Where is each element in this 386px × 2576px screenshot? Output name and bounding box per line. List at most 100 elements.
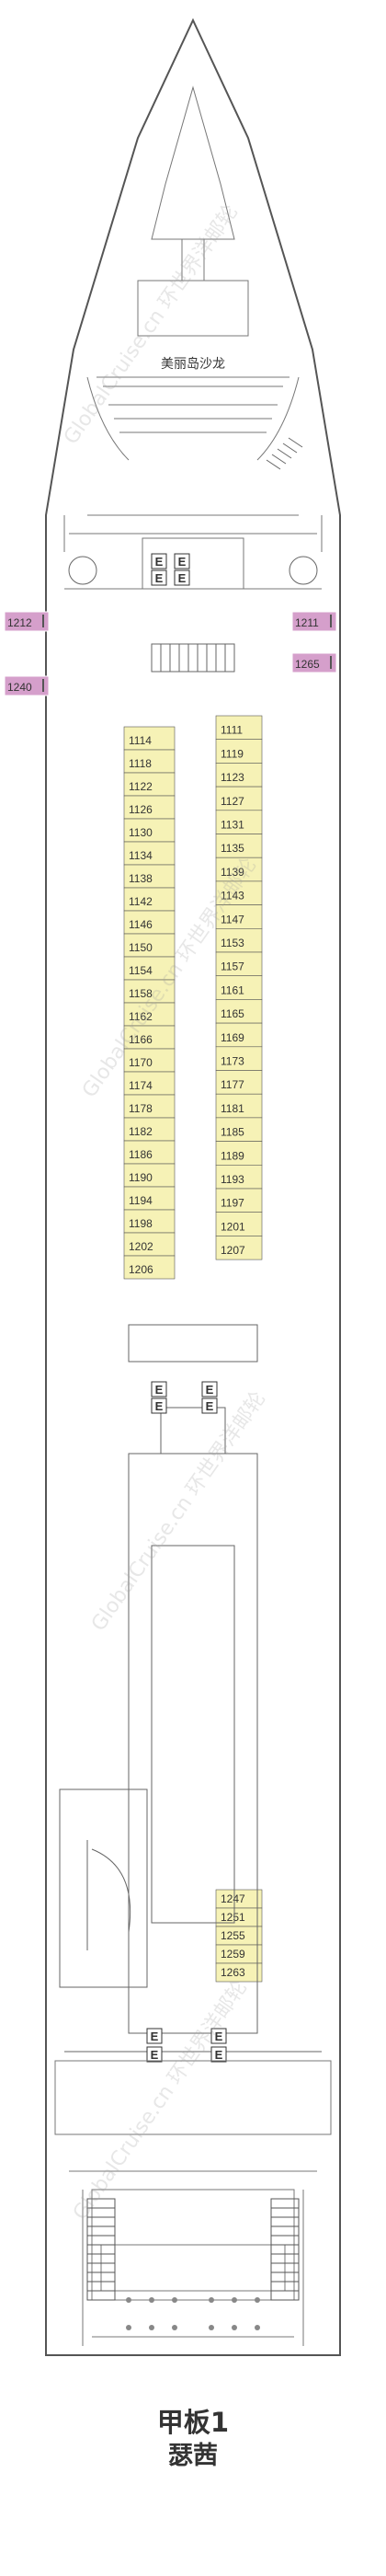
elevator-label: E <box>178 555 187 569</box>
cabin-1189[interactable] <box>215 1141 263 1166</box>
cabin-1111[interactable] <box>215 715 263 741</box>
elevator-label: E <box>155 1383 164 1397</box>
cabin-1147[interactable] <box>215 904 263 929</box>
cabin-1138[interactable] <box>123 864 176 889</box>
cabin-1118[interactable] <box>123 749 176 774</box>
cabin-1134[interactable] <box>123 841 176 866</box>
stern-stairs <box>86 2198 300 2301</box>
cabin-number: 1143 <box>221 890 244 903</box>
cabin-number: 1127 <box>221 795 244 808</box>
cabin-number: 1185 <box>221 1126 244 1139</box>
cabin-1119[interactable] <box>215 739 263 764</box>
cabin-number: 1122 <box>129 780 153 793</box>
elevator-label: E <box>178 571 187 585</box>
cabin-1143[interactable] <box>215 880 263 905</box>
cabin-1135[interactable] <box>215 834 263 858</box>
cabin-number: 1150 <box>129 941 153 954</box>
cabin-number: 1139 <box>221 866 244 879</box>
cabin-number: 1166 <box>129 1033 153 1046</box>
stern-seating <box>126 2297 260 2330</box>
elevator-icon <box>151 569 167 586</box>
elevator-icon <box>201 1397 218 1414</box>
cabin-number: 1169 <box>221 1031 244 1044</box>
cabin-1165[interactable] <box>215 999 263 1024</box>
cabin-1127[interactable] <box>215 786 263 811</box>
cabin-1178[interactable] <box>123 1094 176 1119</box>
cabin-number: 1263 <box>221 1966 245 1979</box>
cabin-number: 1194 <box>129 1194 153 1207</box>
cabin-number: 1211 <box>295 616 319 629</box>
cabin-1240[interactable] <box>4 675 50 696</box>
cabin-number: 1158 <box>129 987 153 1000</box>
elevator-label: E <box>155 571 164 585</box>
cabin-number: 1119 <box>221 747 244 760</box>
cabin-1169[interactable] <box>215 1022 263 1048</box>
cabin-1182[interactable] <box>123 1117 176 1142</box>
cabin-1194[interactable] <box>123 1186 176 1211</box>
cabin-1173[interactable] <box>215 1046 263 1071</box>
cabin-number: 1118 <box>129 757 152 770</box>
cabin-number: 1181 <box>221 1102 244 1115</box>
cabin-number: 1123 <box>221 771 244 784</box>
sofa-bed-icon <box>42 615 44 627</box>
cabin-1206[interactable] <box>123 1255 176 1280</box>
elevator-icon <box>146 2028 163 2044</box>
cabin-number: 1198 <box>129 1217 153 1230</box>
cabin-1198[interactable] <box>123 1209 176 1234</box>
cabin-1150[interactable] <box>123 933 176 958</box>
cabin-number: 1161 <box>221 983 244 996</box>
cabin-1263[interactable] <box>215 1962 263 1983</box>
cabin-1174[interactable] <box>123 1071 176 1096</box>
cabin-number: 1147 <box>221 913 244 926</box>
cabin-number: 1135 <box>221 842 244 855</box>
cabin-1123[interactable] <box>215 763 263 788</box>
cabin-1114[interactable] <box>123 726 176 751</box>
cabin-number: 1251 <box>221 1911 245 1924</box>
cabin-number: 1202 <box>129 1240 153 1253</box>
cabin-1211[interactable] <box>291 611 337 632</box>
cabin-number: 1142 <box>129 895 153 908</box>
cabin-1166[interactable] <box>123 1025 176 1050</box>
cabin-number: 1134 <box>129 849 153 862</box>
cabin-number: 1131 <box>221 819 244 832</box>
cabin-number: 1114 <box>129 734 152 747</box>
cabin-1157[interactable] <box>215 951 263 977</box>
cabin-number: 1186 <box>129 1148 153 1161</box>
cabin-1193[interactable] <box>215 1165 263 1190</box>
cabin-1142[interactable] <box>123 887 176 912</box>
cabin-1197[interactable] <box>215 1188 263 1213</box>
cabin-1181[interactable] <box>215 1093 263 1119</box>
cabin-1207[interactable] <box>215 1236 263 1260</box>
cabin-1130[interactable] <box>123 818 176 843</box>
cabin-number: 1265 <box>295 658 320 671</box>
cabin-number: 1111 <box>221 724 243 737</box>
cabin-1146[interactable] <box>123 910 176 935</box>
cabin-1158[interactable] <box>123 979 176 1004</box>
cabin-1122[interactable] <box>123 772 176 797</box>
cabin-1212[interactable] <box>4 611 50 632</box>
cabin-1177[interactable] <box>215 1070 263 1095</box>
cabin-1131[interactable] <box>215 810 263 834</box>
cabin-number: 1189 <box>221 1149 244 1162</box>
elevator-label: E <box>206 1383 214 1397</box>
cabin-1139[interactable] <box>215 857 263 882</box>
cabin-number: 1174 <box>129 1079 153 1092</box>
cabin-1265[interactable] <box>291 652 337 673</box>
cabin-1154[interactable] <box>123 956 176 981</box>
lounge-label: 美丽岛沙龙 <box>161 357 225 372</box>
cabin-1161[interactable] <box>215 975 263 1000</box>
cabin-1170[interactable] <box>123 1048 176 1073</box>
cabin-1202[interactable] <box>123 1232 176 1257</box>
elevator-label: E <box>215 2030 223 2043</box>
cabin-1153[interactable] <box>215 927 263 953</box>
elevator-icon <box>151 1381 167 1397</box>
cabin-1185[interactable] <box>215 1117 263 1142</box>
deck-title: 甲板1 <box>156 2407 230 2438</box>
cabin-1186[interactable] <box>123 1140 176 1165</box>
elevator-icon <box>174 569 190 586</box>
cabin-number: 1197 <box>221 1197 244 1210</box>
